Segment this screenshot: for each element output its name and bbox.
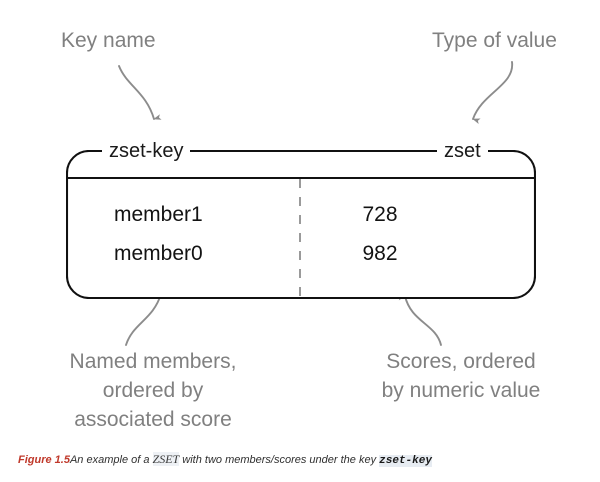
figure-caption-code: zset-key bbox=[379, 455, 432, 467]
callout-key-name: Key name bbox=[61, 29, 156, 52]
zset-rows: member1 728 member0 982 bbox=[66, 178, 536, 299]
callout-named-members: Named members, ordered by associated sco… bbox=[8, 347, 298, 434]
arrow-key-name bbox=[118, 65, 162, 120]
zset-box: zset-key zset member1 728 member0 982 bbox=[66, 141, 536, 299]
zset-member-score: 728 bbox=[362, 203, 398, 226]
zset-box-outline bbox=[66, 150, 536, 299]
figure-caption-text-middle: with two members/scores under the key bbox=[179, 454, 380, 466]
zset-key-label: zset-key bbox=[102, 141, 191, 161]
zset-member-score: 982 bbox=[362, 242, 398, 265]
zset-box-border bbox=[66, 150, 536, 299]
arrow-scores bbox=[397, 294, 442, 346]
callout-scores: Scores, ordered by numeric value bbox=[330, 347, 592, 405]
arrow-named-members bbox=[125, 289, 162, 346]
callout-named-members-line-3: associated score bbox=[74, 408, 232, 431]
figure-caption: Figure 1.5An example of a ZSET with two … bbox=[18, 452, 432, 469]
zset-row: member1 728 bbox=[66, 195, 536, 234]
zset-member-name: member0 bbox=[114, 242, 203, 265]
figure-caption-number: Figure 1.5 bbox=[18, 454, 70, 466]
arrow-type-of-value bbox=[472, 61, 513, 125]
callout-scores-line-1: Scores, ordered bbox=[386, 350, 536, 373]
callout-named-members-line-1: Named members, bbox=[69, 350, 237, 373]
figure-caption-emphasis: ZSET bbox=[152, 452, 180, 466]
callout-scores-line-2: by numeric value bbox=[381, 379, 541, 402]
figure-caption-text-before: An example of a bbox=[69, 454, 153, 466]
callout-named-members-line-2: ordered by bbox=[102, 379, 204, 402]
zset-type-label: zset bbox=[437, 141, 488, 161]
zset-row: member0 982 bbox=[66, 234, 536, 273]
callout-type-of-value: Type of value bbox=[432, 29, 557, 52]
zset-member-name: member1 bbox=[114, 203, 203, 226]
